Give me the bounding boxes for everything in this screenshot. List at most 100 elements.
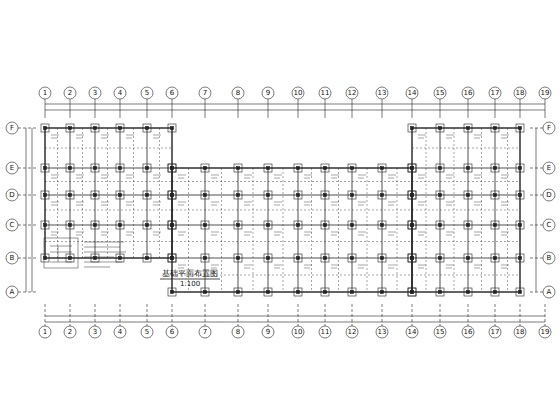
secondary-beam bbox=[45, 148, 172, 149]
footing bbox=[116, 221, 124, 229]
column bbox=[171, 127, 174, 130]
column bbox=[94, 127, 97, 130]
column bbox=[146, 257, 149, 260]
axis-tick bbox=[147, 102, 148, 118]
footing bbox=[294, 191, 302, 199]
secondary-beam bbox=[397, 168, 398, 292]
axis-label: 8 bbox=[236, 90, 240, 97]
beam-annotation bbox=[211, 235, 217, 236]
axis-label: 1 bbox=[43, 329, 47, 336]
footing bbox=[168, 124, 176, 132]
axis-bubble bbox=[199, 87, 211, 99]
beam-annotation bbox=[358, 265, 366, 266]
axis-label: 9 bbox=[266, 90, 270, 97]
beam-line bbox=[325, 168, 326, 292]
beam-annotation bbox=[126, 138, 132, 139]
footing bbox=[464, 254, 472, 262]
column bbox=[297, 194, 300, 197]
beam-annotation bbox=[211, 202, 219, 203]
column bbox=[171, 224, 174, 227]
axis-leader bbox=[412, 324, 413, 326]
beam-line bbox=[495, 128, 496, 292]
axis-leader bbox=[352, 324, 353, 326]
beam-annotation bbox=[211, 268, 217, 269]
axis-leader bbox=[298, 99, 299, 102]
column bbox=[267, 167, 270, 170]
axis-label: 16 bbox=[464, 90, 473, 97]
column bbox=[44, 127, 47, 130]
axis-label: 14 bbox=[408, 90, 417, 97]
axis-tick bbox=[325, 102, 326, 118]
beam-annotation bbox=[501, 178, 507, 179]
axis-bubble bbox=[6, 219, 18, 231]
beam-annotation bbox=[126, 235, 132, 236]
axis-leader bbox=[468, 324, 469, 326]
axis-label: 18 bbox=[516, 90, 525, 97]
footing bbox=[294, 221, 302, 229]
secondary-beam bbox=[45, 210, 172, 211]
secondary-beam bbox=[107, 128, 108, 258]
footing bbox=[516, 254, 524, 262]
beam-annotation bbox=[418, 232, 426, 233]
column bbox=[411, 257, 414, 260]
column bbox=[69, 194, 72, 197]
column bbox=[381, 224, 384, 227]
footing bbox=[294, 288, 302, 296]
footing bbox=[116, 124, 124, 132]
beam-line bbox=[70, 128, 71, 258]
axis-bubble bbox=[514, 87, 526, 99]
footing bbox=[491, 191, 499, 199]
secondary-beam bbox=[253, 168, 254, 292]
axis-tick bbox=[440, 304, 441, 324]
beam-annotation bbox=[51, 235, 57, 236]
beam-annotation bbox=[388, 268, 394, 269]
axis-bubble bbox=[543, 189, 555, 201]
footing bbox=[91, 221, 99, 229]
axis-tick bbox=[45, 102, 46, 118]
beam-annotation bbox=[178, 205, 184, 206]
beam-annotation bbox=[153, 138, 159, 139]
axis-label: 15 bbox=[436, 90, 445, 97]
axis-bubble bbox=[406, 326, 418, 338]
axis-leader bbox=[440, 324, 441, 326]
column bbox=[324, 257, 327, 260]
beam-line bbox=[238, 168, 239, 292]
beam-line bbox=[412, 258, 520, 259]
column bbox=[519, 224, 522, 227]
axis-leader bbox=[530, 195, 543, 196]
column bbox=[324, 224, 327, 227]
column bbox=[267, 291, 270, 294]
beam-annotation bbox=[418, 265, 426, 266]
beam-annotation bbox=[446, 265, 454, 266]
footing bbox=[516, 191, 524, 199]
footing bbox=[168, 288, 176, 296]
beam-line bbox=[172, 225, 412, 226]
axis-leader bbox=[545, 324, 546, 326]
beam-annotation bbox=[76, 202, 84, 203]
footing bbox=[168, 221, 176, 229]
axis-bubble bbox=[166, 87, 178, 99]
footing bbox=[294, 164, 302, 172]
beam-annotation bbox=[331, 232, 339, 233]
axis-bubble bbox=[6, 252, 18, 264]
footing bbox=[143, 164, 151, 172]
axis-tick bbox=[95, 102, 96, 118]
footing bbox=[408, 191, 416, 199]
axis-bubble bbox=[319, 87, 331, 99]
axis-bubble bbox=[406, 87, 418, 99]
column bbox=[44, 167, 47, 170]
axis-leader bbox=[205, 99, 206, 102]
beam-annotation bbox=[304, 178, 310, 179]
beam-annotation bbox=[358, 175, 366, 176]
column bbox=[171, 291, 174, 294]
axis-tick bbox=[147, 304, 148, 324]
footing bbox=[408, 288, 416, 296]
footing bbox=[168, 254, 176, 262]
column bbox=[324, 194, 327, 197]
footing bbox=[234, 288, 242, 296]
footing bbox=[66, 191, 74, 199]
axis-tick bbox=[520, 304, 521, 324]
column bbox=[381, 257, 384, 260]
beam-annotation bbox=[244, 205, 250, 206]
